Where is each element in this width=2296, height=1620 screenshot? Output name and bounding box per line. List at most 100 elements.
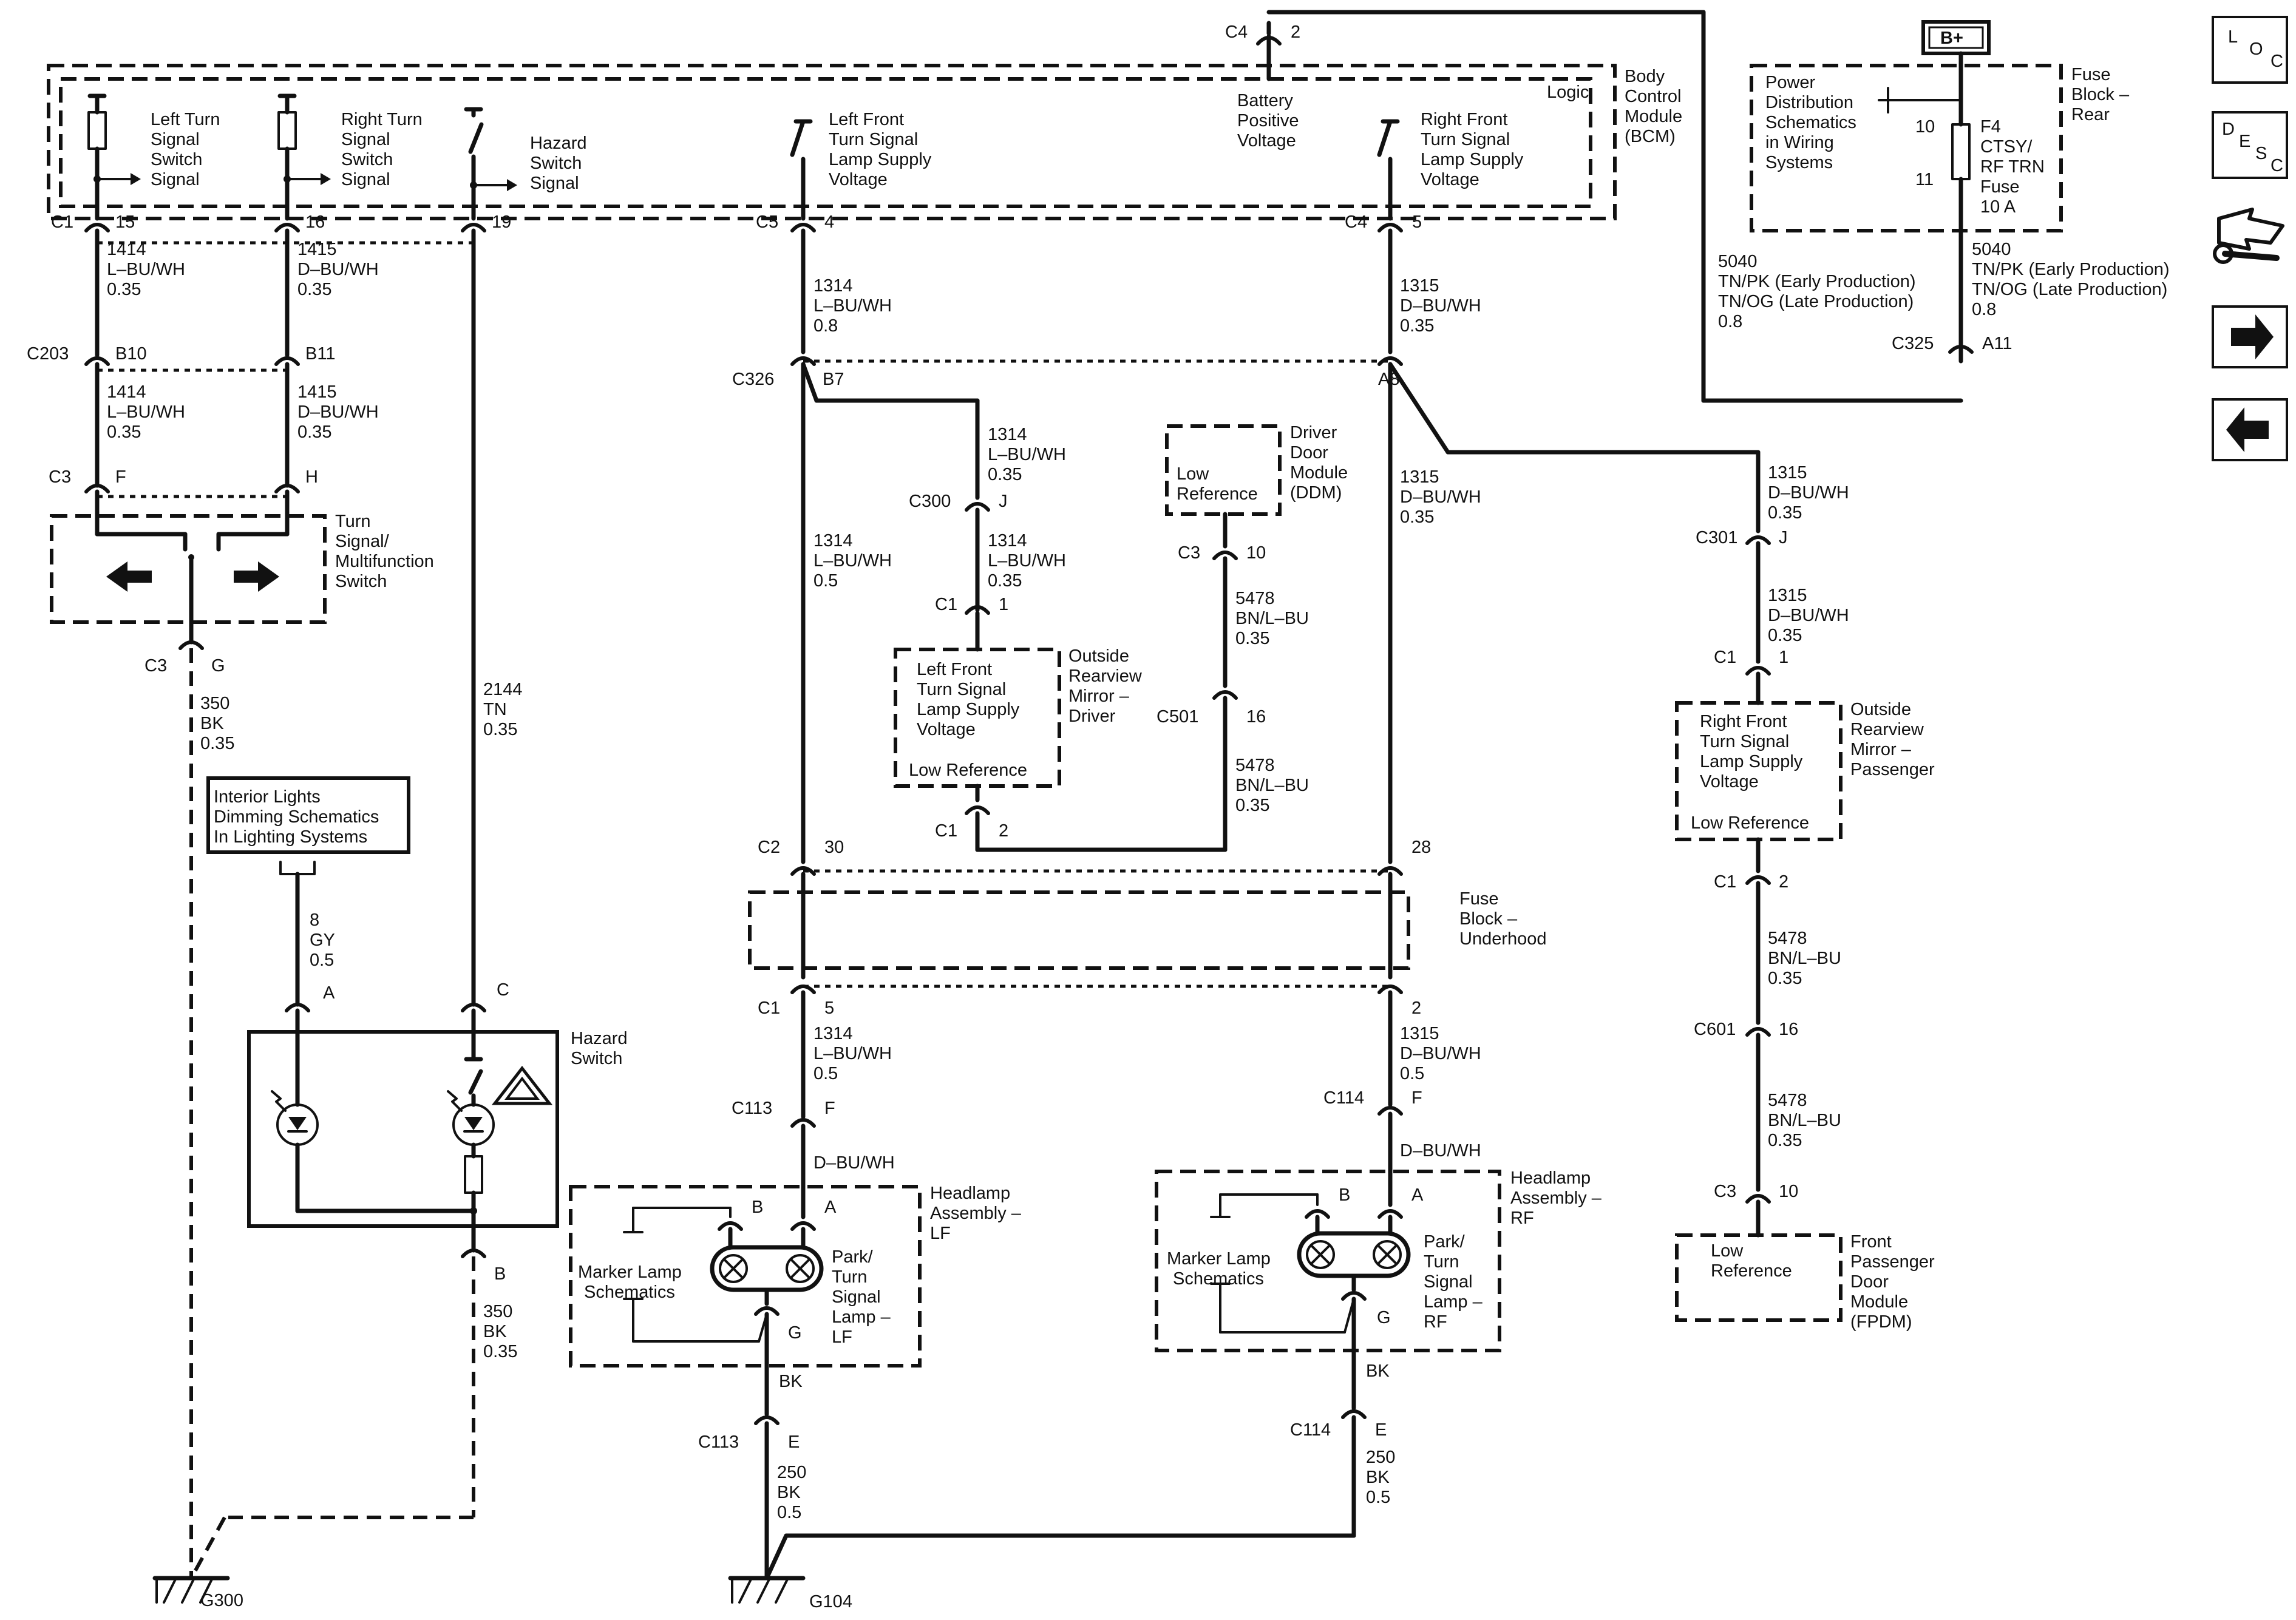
svg-text:L–BU/WH: L–BU/WH bbox=[988, 445, 1066, 464]
svg-text:B: B bbox=[752, 1198, 763, 1217]
svg-text:8: 8 bbox=[310, 910, 319, 930]
hazard-circuit: 2144 TN 0.35 Interior Lights Dimming Sch… bbox=[189, 228, 628, 1579]
svg-text:Signal: Signal bbox=[530, 174, 579, 193]
svg-text:C113: C113 bbox=[698, 1432, 739, 1452]
svg-text:0.35: 0.35 bbox=[1768, 626, 1802, 645]
svg-text:1314: 1314 bbox=[813, 1024, 853, 1043]
svg-text:5: 5 bbox=[1412, 212, 1422, 232]
wrench-icon[interactable] bbox=[2213, 208, 2284, 264]
svg-text:Block –: Block – bbox=[2071, 85, 2130, 104]
svg-text:10: 10 bbox=[1779, 1182, 1798, 1201]
svg-text:Battery: Battery bbox=[1237, 91, 1293, 110]
svg-text:2: 2 bbox=[1779, 872, 1788, 892]
svg-text:C114: C114 bbox=[1290, 1420, 1331, 1440]
svg-text:Turn: Turn bbox=[832, 1267, 868, 1287]
svg-text:Turn Signal: Turn Signal bbox=[917, 680, 1006, 699]
svg-text:D–BU/WH: D–BU/WH bbox=[1400, 296, 1481, 316]
svg-text:0.35: 0.35 bbox=[297, 280, 331, 299]
svg-text:Voltage: Voltage bbox=[1700, 772, 1759, 791]
svg-text:Park/: Park/ bbox=[832, 1247, 874, 1267]
svg-text:Switch: Switch bbox=[341, 150, 393, 169]
svg-text:1: 1 bbox=[999, 595, 1008, 614]
svg-text:30: 30 bbox=[824, 838, 844, 857]
svg-text:L–BU/WH: L–BU/WH bbox=[107, 260, 185, 279]
svg-text:0.35: 0.35 bbox=[1235, 629, 1269, 648]
svg-text:C4: C4 bbox=[1225, 22, 1248, 42]
svg-text:Headlamp: Headlamp bbox=[930, 1184, 1010, 1203]
svg-text:L–BU/WH: L–BU/WH bbox=[813, 296, 892, 316]
rf-mirror-circuit: 1315 D–BU/WH 0.35 C301 J 1315 D–BU/WH 0.… bbox=[1675, 450, 1935, 1332]
nav-desc-button[interactable]: D E S C bbox=[2212, 111, 2288, 179]
svg-text:G: G bbox=[1377, 1308, 1391, 1327]
svg-text:0.5: 0.5 bbox=[813, 1064, 838, 1083]
svg-text:Reference: Reference bbox=[1711, 1261, 1792, 1281]
svg-text:A: A bbox=[1411, 1185, 1424, 1205]
svg-text:Lamp Supply: Lamp Supply bbox=[1700, 752, 1803, 771]
svg-text:0.35: 0.35 bbox=[1235, 796, 1269, 815]
svg-text:2: 2 bbox=[1411, 998, 1421, 1018]
svg-text:5478: 5478 bbox=[1768, 929, 1807, 948]
svg-text:Marker Lamp: Marker Lamp bbox=[578, 1262, 682, 1282]
svg-text:L: L bbox=[2228, 27, 2238, 47]
svg-text:A11: A11 bbox=[1982, 334, 2012, 353]
nav-loc-button[interactable]: L O C bbox=[2212, 16, 2288, 84]
svg-text:Marker Lamp: Marker Lamp bbox=[1167, 1249, 1271, 1269]
svg-text:E: E bbox=[788, 1432, 800, 1452]
svg-text:(BCM): (BCM) bbox=[1625, 127, 1676, 146]
svg-text:B11: B11 bbox=[305, 344, 335, 364]
svg-text:Control: Control bbox=[1625, 87, 1682, 106]
svg-text:RF: RF bbox=[1424, 1312, 1447, 1332]
svg-text:BN/L–BU: BN/L–BU bbox=[1235, 776, 1309, 795]
svg-text:Fuse: Fuse bbox=[2071, 65, 2110, 84]
svg-text:1314: 1314 bbox=[988, 425, 1027, 444]
svg-text:Driver: Driver bbox=[1068, 707, 1116, 726]
svg-text:L–BU/WH: L–BU/WH bbox=[813, 1044, 892, 1063]
svg-text:RF TRN: RF TRN bbox=[1980, 157, 2045, 177]
svg-text:J: J bbox=[1779, 528, 1788, 547]
svg-text:1315: 1315 bbox=[1400, 276, 1439, 296]
svg-text:C5: C5 bbox=[756, 212, 778, 232]
svg-text:C3: C3 bbox=[49, 467, 71, 487]
svg-text:O: O bbox=[2249, 39, 2263, 59]
svg-text:1414: 1414 bbox=[107, 382, 146, 402]
svg-text:S: S bbox=[2255, 144, 2267, 163]
svg-text:0.8: 0.8 bbox=[1718, 312, 1742, 331]
svg-text:5040: 5040 bbox=[1718, 252, 1758, 271]
svg-text:C1: C1 bbox=[51, 212, 73, 232]
svg-text:C1: C1 bbox=[1714, 872, 1736, 892]
svg-text:C: C bbox=[2271, 52, 2283, 71]
svg-text:0.35: 0.35 bbox=[483, 1342, 517, 1361]
svg-text:Turn Signal: Turn Signal bbox=[829, 130, 918, 149]
svg-text:Low: Low bbox=[1177, 464, 1209, 484]
arrow-right-icon[interactable] bbox=[2212, 305, 2288, 368]
lf-circuit: C5 4 1314 L–BU/WH 0.8 C4 5 1315 D–BU/WH … bbox=[732, 212, 1761, 1219]
svg-text:5: 5 bbox=[824, 998, 834, 1018]
svg-text:Park/: Park/ bbox=[1424, 1232, 1466, 1252]
svg-text:E: E bbox=[1375, 1420, 1387, 1440]
svg-text:Signal: Signal bbox=[832, 1287, 881, 1307]
svg-text:D–BU/WH: D–BU/WH bbox=[297, 402, 379, 422]
svg-text:Module: Module bbox=[1290, 463, 1348, 483]
svg-text:Low: Low bbox=[1711, 1241, 1744, 1261]
svg-text:Module: Module bbox=[1625, 107, 1682, 126]
svg-text:in Wiring: in Wiring bbox=[1765, 133, 1834, 152]
svg-text:0.35: 0.35 bbox=[1400, 316, 1434, 336]
arrow-left-icon[interactable] bbox=[2212, 398, 2288, 461]
svg-text:Left Front: Left Front bbox=[917, 660, 992, 679]
svg-text:10: 10 bbox=[1246, 543, 1266, 563]
svg-text:D: D bbox=[2222, 120, 2235, 139]
svg-text:Door: Door bbox=[1850, 1272, 1889, 1292]
svg-text:1415: 1415 bbox=[297, 382, 337, 402]
svg-text:Distribution: Distribution bbox=[1765, 93, 1853, 112]
svg-text:B: B bbox=[1339, 1185, 1350, 1205]
svg-text:B10: B10 bbox=[115, 344, 147, 364]
svg-text:A: A bbox=[824, 1198, 837, 1217]
svg-text:C301: C301 bbox=[1696, 528, 1737, 547]
svg-text:C4: C4 bbox=[1345, 212, 1367, 232]
svg-text:E: E bbox=[2239, 132, 2250, 151]
svg-text:1: 1 bbox=[1779, 648, 1788, 667]
svg-text:10: 10 bbox=[1915, 117, 1935, 137]
svg-text:Outside: Outside bbox=[1850, 700, 1911, 719]
svg-text:1414: 1414 bbox=[107, 240, 146, 259]
